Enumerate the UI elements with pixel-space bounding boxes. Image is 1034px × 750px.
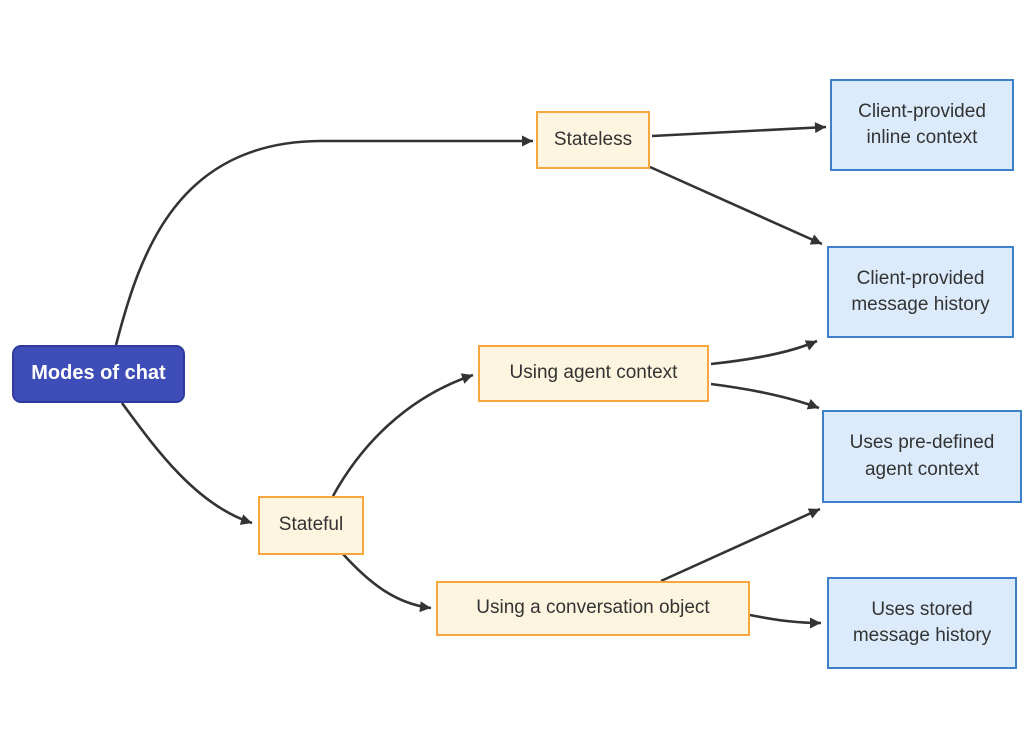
edge-modes-to-stateless [114,135,533,346]
edge-conversation-to-stored-history [749,613,822,629]
edge-stateful-to-agent-context [331,373,474,497]
node-using-conversation-object-label: Using a conversation object [476,597,710,619]
node-stateless: Stateless [536,111,650,169]
node-uses-stored-message-history-label: Uses stored message history [852,598,992,646]
node-stateless-label: Stateless [553,128,633,150]
node-modes-of-chat-label: Modes of chat [31,362,166,385]
node-modes-of-chat: Modes of chat [12,345,185,403]
edge-stateful-to-conversation-object [342,553,432,613]
node-client-message-history: Client-provided message history [827,246,1014,338]
node-stateful: Stateful [258,496,364,555]
node-using-agent-context: Using agent context [478,345,709,402]
node-using-agent-context-label: Using agent context [509,362,678,384]
node-client-inline-context-label: Client-provided inline context [858,100,986,148]
edge-conversation-to-predefined-context [660,507,821,583]
node-client-inline-context: Client-provided inline context [830,79,1014,171]
edge-stateless-to-inline-context [651,122,827,138]
node-client-message-history-label: Client-provided message history [851,267,990,315]
node-using-conversation-object: Using a conversation object [436,581,750,636]
edge-agent-context-to-predefined-context [710,382,820,410]
node-uses-predefined-agent-context-label: Uses pre-defined agent context [849,432,995,480]
node-uses-predefined-agent-context: Uses pre-defined agent context [822,410,1022,503]
edge-modes-to-stateful [120,402,253,525]
node-stateful-label: Stateful [278,514,344,536]
node-uses-stored-message-history: Uses stored message history [827,577,1017,669]
edge-stateless-to-message-history [649,165,823,246]
edge-agent-context-to-message-history [710,339,818,366]
